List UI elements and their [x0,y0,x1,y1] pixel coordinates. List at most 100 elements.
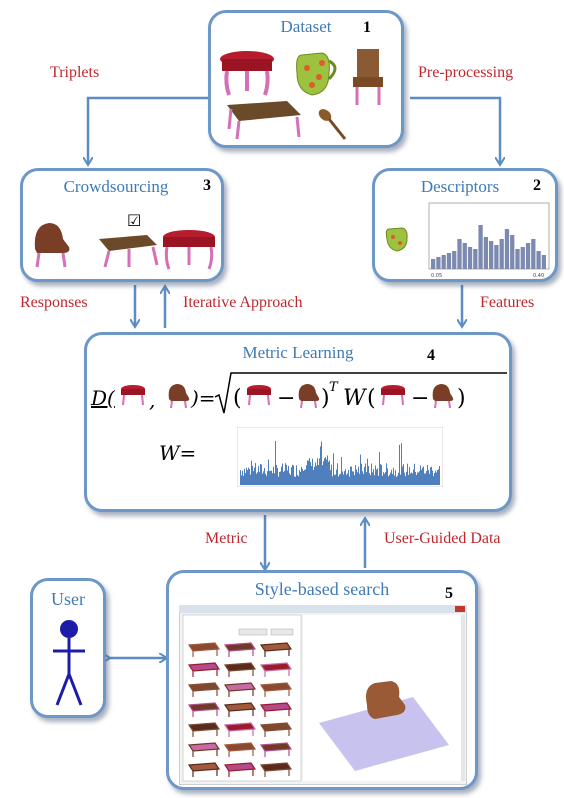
formula-d: D( [90,386,116,410]
w-weight-bar [340,473,341,485]
histogram-bar [452,251,457,269]
w-weight-bar [379,452,380,485]
w-weight-bar [399,444,400,485]
w-weight-bar [327,455,328,485]
w-weight-bar [272,473,273,485]
w-weight-bar [333,453,334,485]
w-weight-bar [300,472,301,485]
w-weight-bar [373,469,374,485]
histogram-bars [431,225,546,269]
w-weight-bar [307,460,308,485]
svg-text:)=: )= [190,386,216,410]
search-result-thumbnail [187,722,221,737]
histogram-bar [504,229,510,269]
w-weight-bar [334,474,335,485]
w-weight-bar [438,469,439,485]
histogram-bar [457,239,462,269]
w-weight-bar [302,469,303,485]
red-table-image [220,51,274,96]
w-weight-bar [251,460,252,485]
w-weight-bar [386,463,387,485]
w-weight-bar [317,458,318,485]
w-weight-bar [282,463,283,485]
w-weight-bar [320,446,321,485]
w-weight-bar [316,465,317,485]
dataset-furniture-images [220,49,383,140]
metric-learning-box: Metric Learning 4 D( , )= ( − ) T W ( [84,332,512,512]
w-weight-bar [401,443,402,485]
w-weight-bar [244,468,245,485]
svg-text:(: ( [367,386,376,411]
w-weight-bar [418,472,419,485]
svg-text:0.40: 0.40 [533,273,544,279]
w-weight-bar [293,465,294,485]
w-weight-bar [389,474,390,485]
w-weight-bar [372,472,373,485]
w-weight-bar [335,474,336,485]
w-weight-bar [390,472,391,485]
w-weight-bar [289,473,290,485]
w-weight-bar [384,473,385,485]
w-weight-bar [286,464,287,485]
w-weights-plot [237,427,443,487]
w-weight-bar [322,465,323,485]
w-weight-bar [410,473,411,485]
arrow-dataset-to-descriptors [410,96,500,163]
w-weight-bar [374,475,375,485]
w-weight-bar [275,440,276,485]
w-weight-bar [360,454,361,485]
w-weight-bar [248,467,249,485]
search-result-thumbnail [223,642,257,657]
w-weight-bar [349,476,350,485]
w-weight-bar [436,472,437,485]
w-weight-bar [314,466,315,485]
w-weight-bar [356,469,357,485]
w-weight-bar [380,464,381,485]
metric-learning-number: 4 [427,347,435,364]
w-weight-bar [240,470,241,485]
w-weight-bar [330,469,331,485]
w-weight-bar [280,471,281,485]
w-weight-bar [344,471,345,485]
dataset-box: Dataset 1 [208,10,404,148]
w-weight-bar [429,473,430,485]
w-weight-bar [242,470,243,485]
histogram-bar [525,243,531,269]
w-weight-bar [426,470,427,485]
w-weight-bar [253,471,254,485]
w-weight-bar [407,463,408,485]
w-weight-bar [400,474,401,485]
user-stick-figure-icon [53,620,85,706]
descriptors-number: 2 [533,177,541,194]
search-result-thumbnail [187,642,221,657]
w-weight-bar [351,466,352,485]
user-box: User [30,578,106,718]
w-weight-bar [290,474,291,485]
edge-label-responses: Responses [20,294,88,311]
w-weight-bar [409,467,410,485]
w-weight-bar [347,473,348,485]
w-weight-bar [261,464,262,485]
w-weight-bar [259,472,260,485]
svg-text:T: T [329,380,339,395]
search-results-grid [187,642,293,777]
w-weight-bar [336,469,337,485]
search-app-screenshot [179,605,467,785]
w-weight-bar [432,470,433,485]
red-table-image-2 [163,230,215,270]
w-weight-bar [339,474,340,485]
checkered-table-image [227,101,301,140]
formula-table-icon-1 [121,385,145,406]
w-weight-bar [299,470,300,485]
chair-image [353,49,383,105]
svg-text:−: − [411,386,429,411]
w-weight-bar [292,464,293,485]
w-weight-bar [301,466,302,485]
dataset-title: Dataset [280,17,332,36]
w-weight-bar [312,458,313,485]
w-weight-bar [329,460,330,485]
search-result-thumbnail [259,642,293,657]
w-weight-bar [416,474,417,485]
search-result-thumbnail [259,662,293,677]
